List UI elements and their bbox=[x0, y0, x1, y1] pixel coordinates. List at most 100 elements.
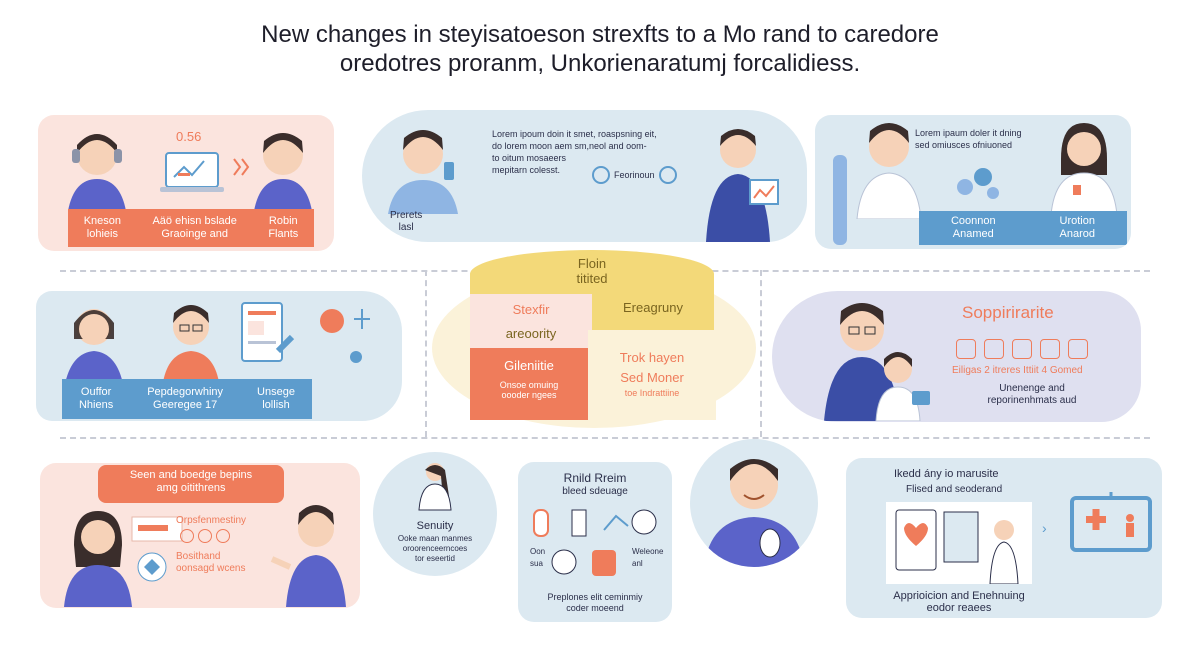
person-laptop-icon bbox=[418, 463, 452, 511]
tool-icon bbox=[956, 339, 976, 359]
person-headphones-icon bbox=[68, 134, 126, 211]
center-q2-label: Ereagruny bbox=[623, 300, 683, 315]
panel11-bottom: Apprioicion and Enehnuing eodor reaees bbox=[893, 590, 1025, 614]
panel-medical: Lorem ipaum doler it dning sed omiusces … bbox=[815, 115, 1131, 249]
cup-icon bbox=[1068, 339, 1088, 359]
panel7-l2: Bosithand oonsagd wcens bbox=[176, 551, 246, 574]
forms-icon bbox=[131, 516, 183, 582]
panel-team: Ouffor Nhiens Pepdegorwhiny Geeregee 17 … bbox=[36, 291, 402, 421]
panel2-label: Prerets lasl bbox=[390, 210, 423, 233]
panel11-card bbox=[886, 502, 1032, 585]
panel8-text: Ooke maan manmes oroorenceerncoes tor es… bbox=[397, 534, 473, 563]
panel-build: Rnild Rreim bleed sdeuage Oon sua Weleon… bbox=[518, 462, 672, 622]
panel-listening: 0.56 Kneson lohieis Aäö ehisn bslade Gra… bbox=[38, 115, 334, 251]
heart-book-icon bbox=[895, 509, 1019, 585]
center-q4-sub: Onsoe omuing oooder ngees bbox=[499, 380, 559, 400]
panel7-icons bbox=[180, 529, 230, 543]
panel6-icon-row bbox=[956, 339, 1088, 359]
panel6-title: Soppirirarite bbox=[962, 303, 1054, 322]
panel7-title: Seen and boedge bepins amg oitithrens bbox=[129, 469, 253, 494]
person-thumbs-icon bbox=[856, 123, 922, 219]
science-icons bbox=[320, 309, 370, 363]
panel-seen: Seen and boedge bepins amg oitithrens Or… bbox=[40, 463, 360, 608]
person-pointing-icon bbox=[270, 505, 346, 607]
panel2-text: Lorem ipoum doin it smet, roaspsning eit… bbox=[492, 129, 657, 175]
page-title-line1: New changes in steyisatoeson strexfts to… bbox=[261, 21, 939, 48]
person-glasses-icon bbox=[162, 305, 220, 389]
center-q2 bbox=[592, 294, 714, 330]
divider-bottom bbox=[60, 437, 1150, 439]
band-item-2: Urotion Anarod bbox=[1059, 215, 1096, 240]
panel-avatar bbox=[690, 439, 818, 567]
person-headset-icon bbox=[64, 309, 124, 389]
panel-application: Ikedd ány io marusite Flised and seodera… bbox=[846, 458, 1162, 618]
center-q4 bbox=[470, 348, 588, 420]
panel11-sub: Flised and seoderand bbox=[906, 484, 1003, 495]
panel8-title: Senuity bbox=[416, 520, 454, 532]
panel-support: Soppirirarite Eiligas 2 itreres Ittiit 4… bbox=[772, 291, 1141, 422]
panel6-sub2: Unenenge and reporinenhmats aud bbox=[987, 383, 1077, 406]
panel3-band: Coonnon Anamed Urotion Anarod bbox=[919, 211, 1127, 245]
center-q3-label: areoority bbox=[505, 326, 557, 341]
panel3-text: Lorem ipaum doler it dning sed omiusces … bbox=[915, 128, 1022, 150]
band-item-2: Pepdegorwhiny Geeregee 17 bbox=[147, 386, 224, 411]
band-item-1: Ouffor Nhiens bbox=[78, 386, 114, 411]
check-icon bbox=[198, 529, 212, 543]
play-icon bbox=[592, 166, 610, 184]
brush-icon bbox=[1040, 339, 1060, 359]
panel7-l1: Orpsfenmestiny bbox=[176, 515, 247, 526]
center-q4-label: Gileniitie bbox=[504, 358, 554, 373]
panel9-sub: bleed sdeuage bbox=[562, 486, 628, 497]
band-item-2: Aäö ehisn bslade Graoinge and bbox=[152, 215, 237, 240]
arrow-right-icon: › bbox=[1042, 520, 1047, 536]
b-icon bbox=[216, 529, 230, 543]
center-top-block bbox=[470, 250, 714, 298]
pen-icon bbox=[984, 339, 1004, 359]
panel11-title: Ikedd ány io marusite bbox=[894, 468, 999, 480]
center-q5-label: Trok hayen bbox=[619, 350, 685, 365]
panel9-title: Rnild Rreim bbox=[563, 471, 627, 485]
document-icon bbox=[241, 302, 295, 362]
panel7-title-box bbox=[98, 465, 284, 503]
divider-left bbox=[425, 270, 427, 437]
center-q1 bbox=[470, 294, 592, 348]
center-q1-label: Stexfir bbox=[512, 302, 550, 317]
stat-value: 0.56 bbox=[176, 129, 202, 144]
page-title-line2: oredotres proranm, Unkorienaratumj forca… bbox=[339, 50, 861, 77]
band-item-3: Robin Flants bbox=[268, 215, 299, 240]
panel2-button[interactable]: Feorinoun bbox=[592, 166, 677, 184]
panel-communication: Prerets lasl Lorem ipoum doin it smet, r… bbox=[362, 110, 807, 242]
panel2-button-label: Feorinoun bbox=[614, 170, 655, 180]
center-top-label: Floin titited bbox=[576, 256, 608, 286]
sound-waves-icon bbox=[233, 158, 250, 176]
divider-right bbox=[760, 270, 762, 437]
tools-grid-icon bbox=[533, 509, 657, 576]
person-doctor-icon bbox=[1050, 123, 1118, 215]
panel6-sub: Eiligas 2 itreres Ittiit 4 Gomed bbox=[952, 365, 1083, 376]
molecule-icon bbox=[957, 168, 999, 199]
avatar-boy-icon bbox=[704, 459, 804, 567]
panel9-a: Oon sua bbox=[530, 547, 546, 568]
person-boy-icon bbox=[254, 133, 312, 211]
center-q6-sub: toe Indrattiine bbox=[624, 388, 680, 398]
center-diagram: Floin titited Stexfir Ereagruny areoorit… bbox=[432, 250, 756, 428]
person-child-icon bbox=[875, 352, 930, 421]
person-phone-icon bbox=[388, 130, 458, 214]
badge-icon bbox=[1012, 339, 1032, 359]
panel-security: Senuity Ooke maan manmes oroorenceerncoe… bbox=[373, 452, 497, 576]
tube-icon bbox=[833, 155, 847, 245]
center-q5 bbox=[588, 330, 716, 420]
band-item-1: Kneson lohieis bbox=[83, 215, 122, 240]
panel9-b: Weleone anl bbox=[632, 547, 664, 568]
band-item-1: Coonnon Anamed bbox=[950, 215, 996, 240]
laptop-chart-icon bbox=[160, 152, 224, 192]
monitor-cross-icon bbox=[1070, 492, 1152, 552]
arrow-icon bbox=[658, 166, 677, 184]
person-chart-icon bbox=[706, 129, 779, 242]
panel1-band: Kneson lohieis Aäö ehisn bslade Graoinge… bbox=[68, 209, 314, 247]
band-item-3: Unsege lollish bbox=[257, 386, 295, 411]
center-q6-label: Sed Moner bbox=[620, 370, 684, 385]
a-icon bbox=[180, 529, 194, 543]
panel9-bottom: Preplones elit ceminmiy coder moeend bbox=[547, 592, 643, 613]
person-reading-icon bbox=[64, 511, 132, 607]
